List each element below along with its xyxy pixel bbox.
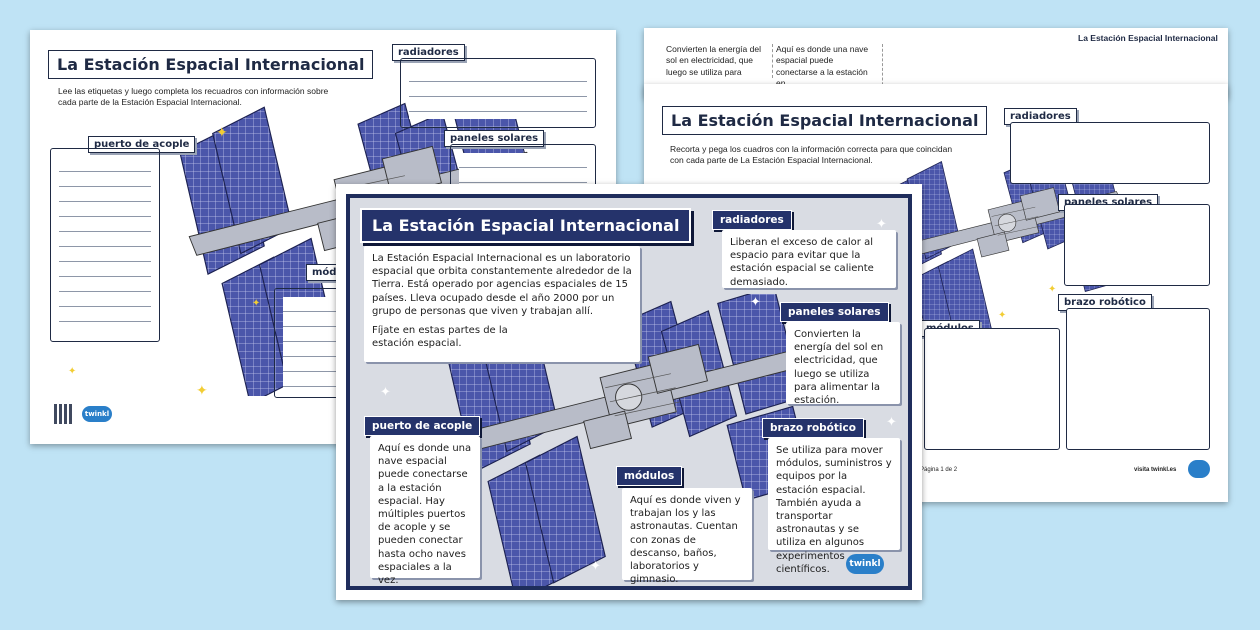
star-icon: ✦ [876,216,887,231]
star-icon: ✦ [196,382,208,398]
poster-intro: La Estación Espacial Internacional es un… [364,246,640,362]
star-icon: ✦ [750,294,761,309]
poster-text-brazo: Se utiliza para mover módulos, suministr… [768,438,900,575]
poster-text-radiadores: Liberan el exceso de calor al espacio pa… [722,230,896,288]
cutout-text-paneles: Convierten la energía del sol en electri… [666,44,773,79]
star-icon: ✦ [1048,284,1057,295]
right-box-paneles[interactable] [1064,204,1210,286]
poster-background: La Estación Espacial Internacional La Es… [350,198,908,586]
poster-label-brazo: brazo robótico [762,418,864,438]
star-icon: ✦ [252,298,261,309]
right-box-brazo[interactable] [1066,308,1210,450]
right-worksheet-instructions: Recorta y pega los cuadros con la inform… [670,144,953,166]
poster-text-paneles: Convierten la energía del sol en electri… [786,322,900,406]
left-worksheet-instructions: Lee las etiquetas y luego completa los r… [58,86,329,108]
poster-intro-text: La Estación Espacial Internacional es un… [372,253,632,317]
twinkl-logo: twinkl [846,554,884,574]
right-footer-site: visita twinkl.es [1134,467,1177,473]
poster-text-modulos: Aquí es donde viven y trabajan los y las… [622,488,752,585]
poster: La Estación Espacial Internacional La Es… [336,184,922,600]
right-worksheet-title: La Estación Espacial Internacional [662,106,988,135]
star-icon: ✦ [68,366,77,377]
left-box-acople[interactable] [50,148,160,342]
star-icon: ✦ [886,414,897,429]
star-icon: ✦ [380,384,391,399]
left-label-radiadores: radiadores [392,44,465,61]
star-icon: ✦ [216,124,228,140]
poster-label-acople: puerto de acople [364,416,481,436]
left-worksheet-title: La Estación Espacial Internacional [48,50,374,79]
cutout-header: La Estación Espacial Internacional [1078,33,1218,43]
poster-title: La Estación Espacial Internacional [360,208,692,243]
poster-intro-prompt: Fíjate en estas partes de la estación es… [372,324,508,350]
star-icon: ✦ [998,310,1007,321]
poster-label-paneles: paneles solares [780,302,889,322]
poster-text-acople: Aquí es donde una nave espacial puede co… [370,436,480,586]
star-icon: ✦ [590,558,601,573]
qr-code-icon [54,404,74,424]
left-label-paneles: paneles solares [444,130,545,147]
poster-label-radiadores: radiadores [712,210,792,230]
twinkl-logo [1188,460,1210,478]
twinkl-logo: twinkl [82,406,112,422]
poster-label-modulos: módulos [616,466,683,486]
right-box-radiadores[interactable] [1010,122,1210,184]
left-box-modulos[interactable] [274,288,354,398]
cutout-text-acople: Aquí es donde una nave espacial puede co… [776,44,883,90]
right-box-modulos[interactable] [924,328,1060,450]
right-footer-page: Página 1 de 2 [920,467,958,473]
left-box-radiadores[interactable] [400,58,596,128]
